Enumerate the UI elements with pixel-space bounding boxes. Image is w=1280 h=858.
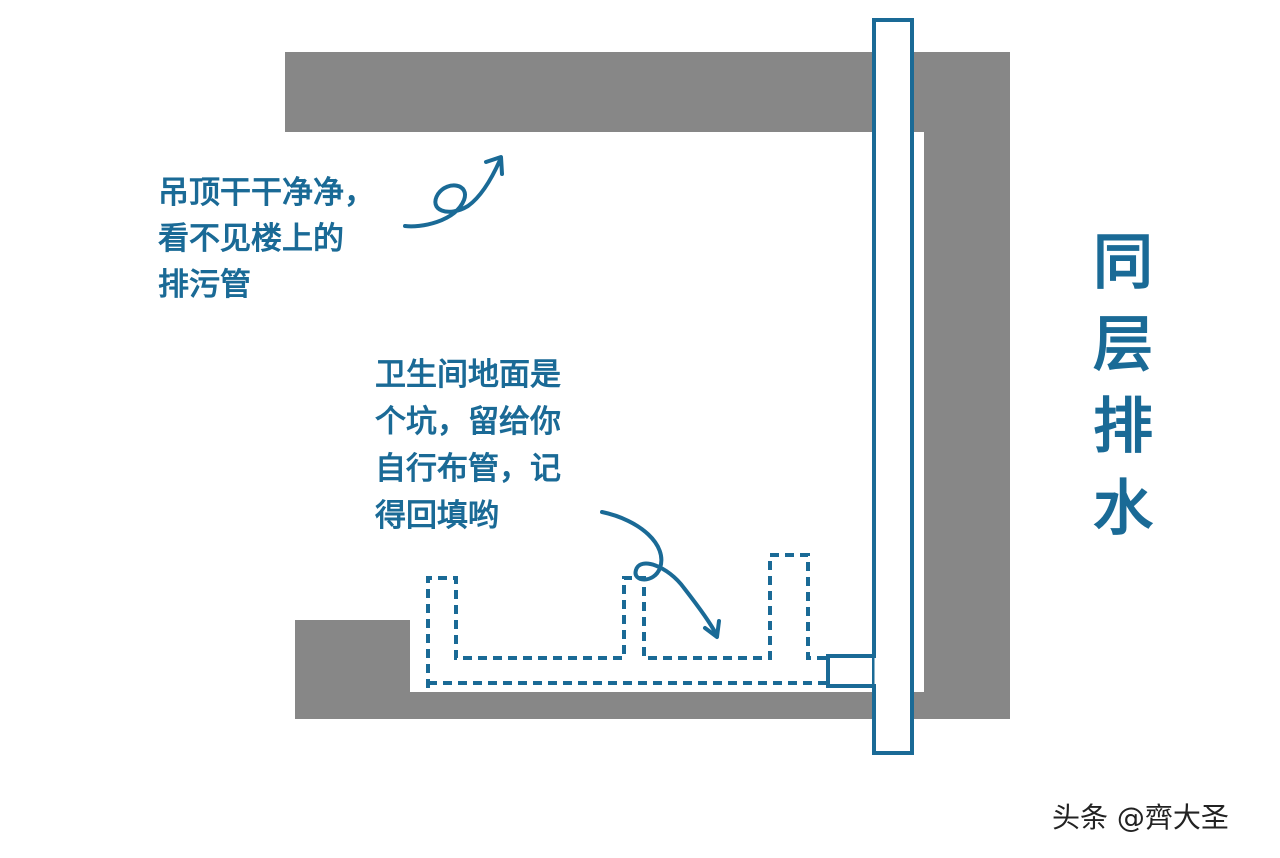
ceiling-arrow: [403, 158, 502, 229]
watermark: 头条 @齊大圣: [1052, 801, 1229, 834]
drain-riser: [872, 18, 914, 755]
pit-arrow: [600, 510, 718, 636]
branch-pipe: [826, 654, 878, 688]
side-wall: [924, 52, 1010, 719]
floor-annotation: 卫生间地面是 个坑，留给你 自行布管，记 得回填哟: [375, 357, 561, 534]
sunken-pit-dashed: [426, 553, 828, 688]
diagram-title: 同 层 排 水: [1088, 222, 1158, 550]
title-char: 同: [1093, 228, 1153, 298]
pit-arrowhead: [703, 619, 721, 639]
ceiling-arrowhead: [484, 155, 504, 176]
title-char: 层: [1093, 310, 1153, 380]
title-char: 排: [1093, 392, 1153, 462]
ceiling-annotation: 吊顶干干净净， 看不见楼上的 排污管: [158, 175, 375, 303]
title-char: 水: [1093, 474, 1153, 544]
